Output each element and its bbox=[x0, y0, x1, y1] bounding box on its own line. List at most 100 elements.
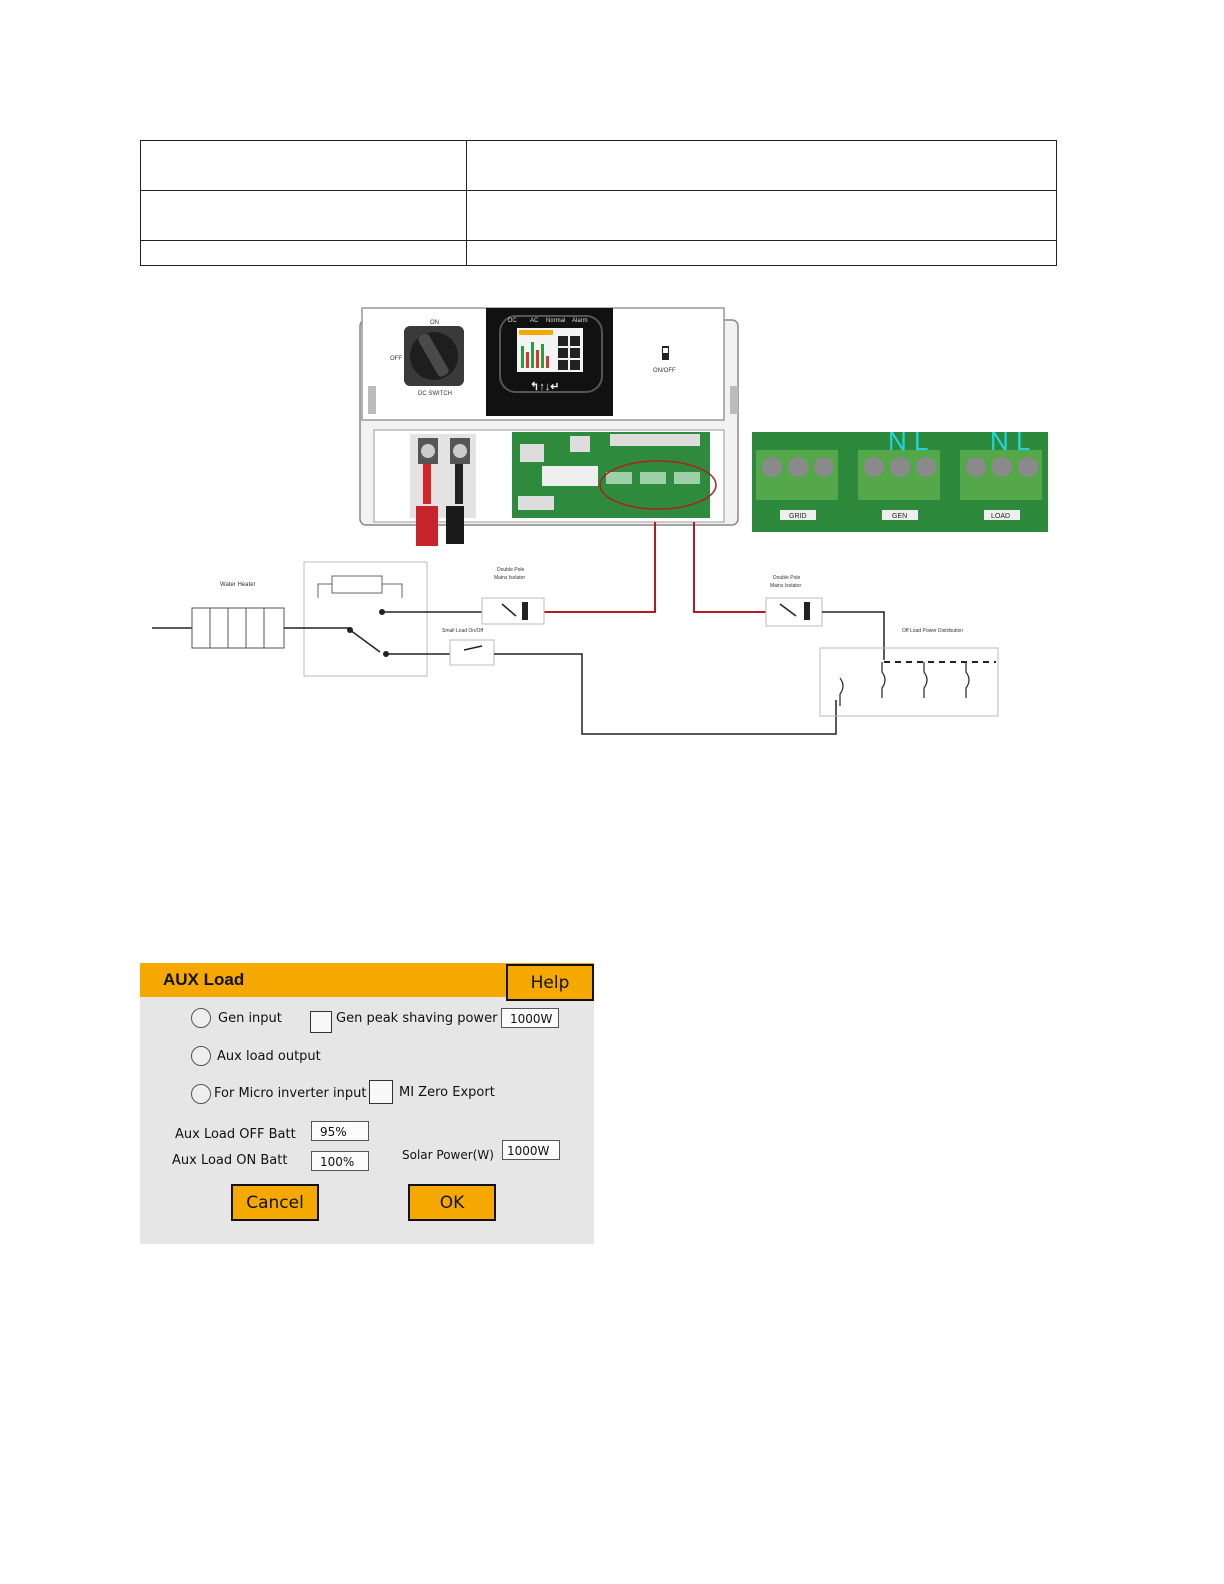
table-cell bbox=[140, 190, 467, 241]
right-schematic: Double Pole Mains Isolator Off Load Powe… bbox=[765, 575, 999, 717]
breaker-icon bbox=[881, 662, 886, 698]
lcd-bar-icon bbox=[526, 352, 529, 368]
terminal-screw-icon bbox=[788, 457, 808, 477]
highlight-ring bbox=[599, 460, 717, 510]
ok-button[interactable]: OK bbox=[408, 1184, 496, 1221]
lcd-tile-icon bbox=[558, 348, 568, 358]
board-port-icon bbox=[518, 496, 554, 510]
wiring-diagram-svg: ON OFF DC SWITCH DC AC Normal Alarm ↰↑↓ bbox=[152, 307, 1048, 735]
lcd-tile-icon bbox=[570, 348, 580, 358]
terminal-screw-icon bbox=[762, 457, 782, 477]
lcd-bar-icon bbox=[546, 356, 549, 368]
spec-table bbox=[140, 140, 1057, 266]
distribution-feed bbox=[822, 611, 885, 660]
gen-peak-shaving-input[interactable] bbox=[501, 1008, 559, 1028]
board-port-icon bbox=[570, 436, 590, 452]
breaker-icon bbox=[839, 677, 844, 706]
gen-nl-label: N L bbox=[888, 426, 928, 456]
cancel-button[interactable]: Cancel bbox=[231, 1184, 319, 1221]
dc-cable-positive-out bbox=[416, 506, 438, 546]
gen-input-label: Gen input bbox=[218, 1011, 282, 1026]
solar-power-input[interactable] bbox=[502, 1140, 560, 1160]
gen-peak-shaving-checkbox[interactable] bbox=[310, 1011, 332, 1033]
gen-input-radio[interactable] bbox=[191, 1008, 211, 1028]
help-button[interactable]: Help bbox=[506, 964, 594, 1001]
double-pole-isolator-right bbox=[765, 597, 823, 627]
micro-inverter-input-radio[interactable] bbox=[191, 1084, 211, 1104]
board-port-icon bbox=[520, 444, 544, 462]
double-pole-isolator-left bbox=[481, 597, 545, 625]
load-nl-label: N L bbox=[990, 426, 1030, 456]
aux-load-on-batt-label: Aux Load ON Batt bbox=[172, 1153, 288, 1168]
indicator-dc: DC bbox=[508, 318, 517, 324]
grid-tag-label: GRID bbox=[789, 513, 807, 520]
load-wire bbox=[693, 522, 766, 613]
table-cell bbox=[466, 140, 1057, 191]
inverter-unit: ON OFF DC SWITCH DC AC Normal Alarm ↰↑↓ bbox=[359, 307, 739, 546]
grid-tag bbox=[780, 510, 816, 520]
isolator-switch-icon bbox=[779, 603, 797, 617]
dc-cable-positive bbox=[423, 464, 431, 504]
terminal-screw-icon bbox=[916, 457, 936, 477]
table-row bbox=[140, 240, 1057, 266]
dc-switch-off-label: OFF bbox=[390, 356, 402, 362]
lcd-bar-icon bbox=[536, 350, 539, 368]
small-load-return bbox=[494, 653, 837, 735]
mi-zero-export-checkbox[interactable] bbox=[369, 1080, 393, 1104]
distribution-label: Off Load Power Distribution bbox=[902, 628, 963, 634]
mi-zero-export-label: MI Zero Export bbox=[399, 1085, 495, 1100]
indicator-normal: Normal bbox=[546, 318, 565, 324]
water-heater-icon bbox=[191, 607, 285, 649]
lcd-tile-icon bbox=[558, 360, 568, 370]
dc-switch-label: DC SWITCH bbox=[418, 391, 452, 397]
isolator-right-label-1: Double Pole bbox=[773, 575, 800, 581]
terminal-screw-icon bbox=[1018, 457, 1038, 477]
table-cell bbox=[140, 240, 467, 266]
lcd-bar-icon bbox=[541, 344, 544, 368]
gen-wire bbox=[526, 522, 656, 613]
aux-load-output-label: Aux load output bbox=[217, 1049, 321, 1064]
gen-tag bbox=[882, 510, 918, 520]
load-tag bbox=[984, 510, 1020, 520]
solar-power-label: Solar Power(W) bbox=[402, 1148, 494, 1162]
load-tag-label: LOAD bbox=[991, 513, 1010, 520]
lcd-bar-icon bbox=[531, 342, 534, 368]
isolator-switch-icon bbox=[501, 603, 517, 617]
board-terminal-row bbox=[610, 434, 700, 446]
aux-load-on-batt-input[interactable] bbox=[311, 1151, 369, 1171]
terminal-screw-icon bbox=[814, 457, 834, 477]
small-load-switch bbox=[449, 639, 495, 666]
isolator-right-label-2: Mains Isolator bbox=[770, 583, 801, 589]
dc-cable-negative-out bbox=[446, 506, 464, 544]
display-bezel bbox=[499, 315, 603, 393]
isolator-left-label-2: Mains Isolator bbox=[494, 575, 525, 581]
indicator-ac: AC bbox=[530, 318, 539, 324]
changeover-switch-icon bbox=[349, 629, 381, 653]
resistor-wire bbox=[382, 583, 403, 598]
breaker-icon bbox=[965, 662, 970, 698]
lcd-bar-icon bbox=[521, 346, 524, 368]
inverter-bracket-right bbox=[730, 386, 738, 414]
distribution-box bbox=[819, 647, 999, 717]
load-terminal-icon bbox=[674, 472, 700, 484]
table-row bbox=[140, 190, 1057, 241]
table-cell bbox=[466, 190, 1057, 241]
small-load-switch-icon bbox=[463, 645, 483, 651]
lcd-tile-icon bbox=[570, 336, 580, 346]
aux-load-panel: AUX Load Help Gen input Gen peak shaving… bbox=[140, 963, 594, 1244]
dc-terminal-screw-icon bbox=[453, 444, 467, 458]
dc-cable-negative bbox=[455, 464, 463, 504]
resistor-wire bbox=[317, 583, 332, 598]
lcd-tile-icon bbox=[558, 336, 568, 346]
lcd-tile-icon bbox=[570, 360, 580, 370]
grid-terminal-icon bbox=[606, 472, 632, 484]
table-row bbox=[140, 140, 1057, 191]
power-toggle-knob bbox=[663, 348, 668, 353]
terminal-screw-icon bbox=[864, 457, 884, 477]
aux-load-off-batt-input[interactable] bbox=[311, 1121, 369, 1141]
isolator-fuse-icon bbox=[522, 602, 528, 620]
terminal-block-closeup: N L N L GRID GEN LOAD bbox=[752, 426, 1048, 532]
gen-terminal-icon bbox=[640, 472, 666, 484]
keypad-arrows-icon: ↰↑↓↵ bbox=[530, 381, 559, 393]
aux-load-output-radio[interactable] bbox=[191, 1046, 211, 1066]
